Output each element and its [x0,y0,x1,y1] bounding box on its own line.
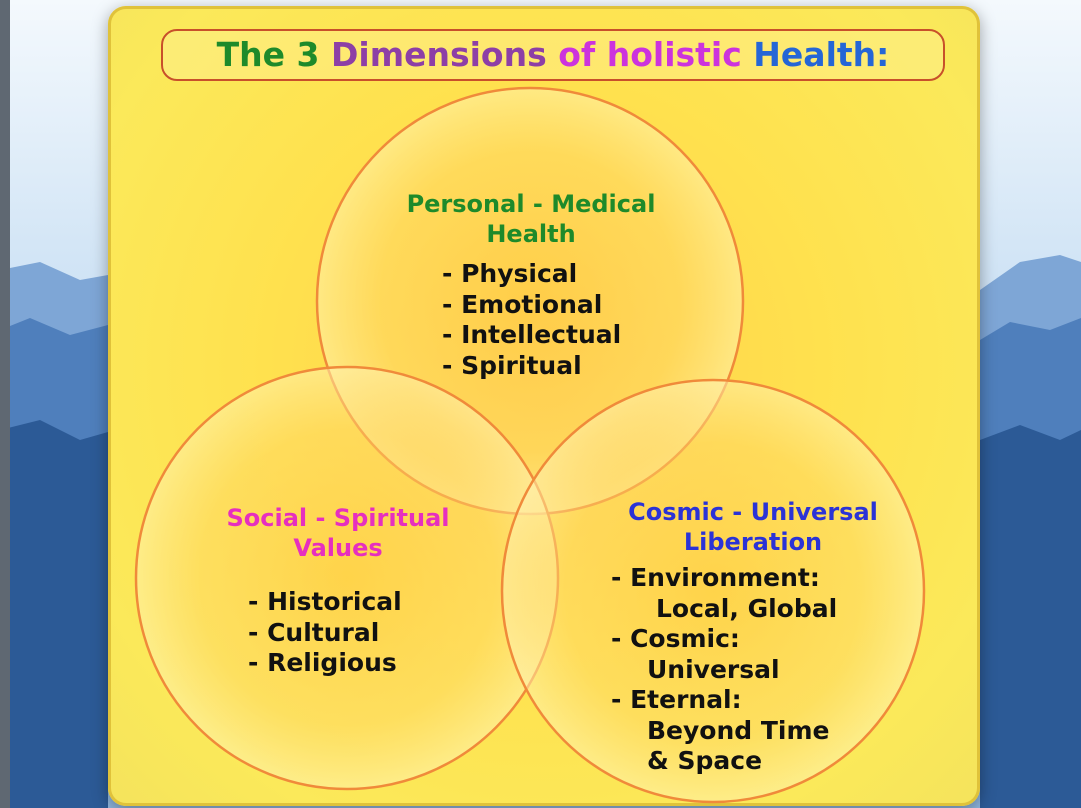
list-item: - Physical [442,259,578,288]
list-item: - Eternal: [611,685,742,714]
cosmic-universal-list: - Environment: Local, Global - Cosmic: U… [611,563,837,777]
heading-line: Health [486,220,576,248]
cosmic-universal-heading: Cosmic - Universal Liberation [593,497,913,557]
title-part: of holistic [558,35,754,74]
heading-line: Personal - Medical [406,190,656,218]
title-part: The 3 [216,35,331,74]
list-item: - Historical [248,587,402,616]
list-subitem: Local, Global [656,593,838,623]
cosmic-circle [500,378,926,804]
list-item: - Spiritual [442,350,582,380]
personal-medical-list: - Physical - Emotional - Intellectual - … [442,259,621,381]
list-item: - Cultural [248,617,380,647]
social-spiritual-heading: Social - Spiritual Values [188,503,488,563]
personal-medical-heading: Personal - Medical Health [366,189,696,249]
social-circle [134,365,560,791]
diagram-title: The 3 Dimensions of holistic Health: [161,29,945,81]
list-item: - Religious [248,648,397,677]
list-subitem: Universal [647,654,780,684]
diagram-panel: The 3 Dimensions of holistic Health: Per… [108,6,980,806]
list-item: - Environment: [611,563,820,592]
heading-line: Cosmic - Universal [628,498,878,526]
list-subitem: Beyond Time [647,715,830,745]
title-part: Dimensions [330,35,559,74]
title-part: Health: [753,35,890,74]
social-spiritual-list: - Historical - Cultural - Religious [248,587,402,679]
heading-line: Liberation [683,528,823,556]
list-item: - Emotional [442,289,603,319]
heading-line: Values [293,534,383,562]
list-item: - Intellectual [442,320,622,349]
list-item: - Cosmic: [611,624,740,653]
list-subitem: & Space [647,746,763,775]
venn-diagram [134,86,926,804]
heading-line: Social - Spiritual [226,504,450,532]
left-edge-bar [0,0,10,808]
